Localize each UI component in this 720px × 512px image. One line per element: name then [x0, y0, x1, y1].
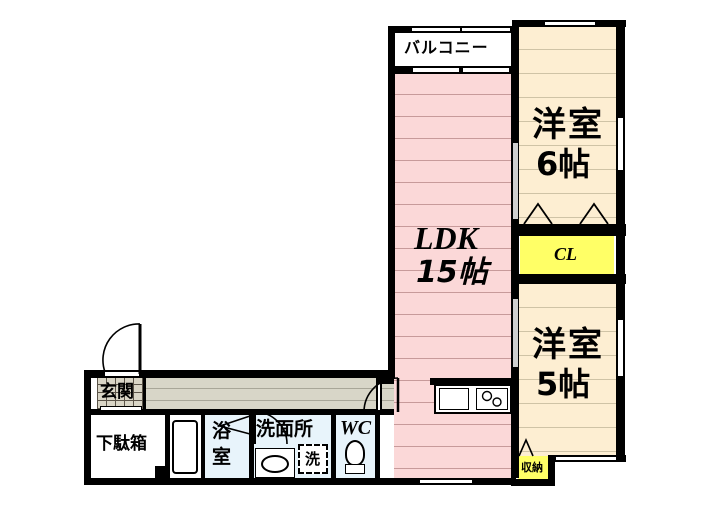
label-cl: CL — [554, 244, 578, 264]
sliding-door-ldk-balcony-left[interactable] — [412, 67, 460, 73]
toilet-bowl — [345, 440, 365, 466]
closet-cl-fill — [520, 236, 614, 274]
wall-left-hallway-wing — [84, 370, 91, 485]
vanity-basin — [261, 455, 289, 473]
kitchen-stove[interactable] — [476, 388, 508, 410]
sliding-door-ldk-balcony-right[interactable] — [462, 67, 510, 73]
wall-ldk-bedrooms — [511, 26, 519, 478]
label-room5-size: 5帖 — [536, 365, 591, 403]
window-room6-top[interactable] — [545, 20, 595, 27]
wall-left-ldk — [388, 26, 395, 378]
washer-slot — [298, 444, 328, 474]
window-room5-bottom[interactable] — [556, 455, 616, 462]
wall-cl-bottom — [512, 274, 626, 284]
wall-top-hallway — [84, 370, 394, 378]
wall-bath-left — [201, 414, 205, 478]
label-ldk-name: LDK — [414, 220, 478, 256]
label-senmenjo: 洗面所 — [256, 418, 314, 440]
door-swing-entrance — [102, 323, 142, 374]
getabako-fill — [90, 414, 166, 478]
room-washitsu5-fill — [518, 284, 616, 462]
window-ldk-bottom[interactable] — [420, 478, 472, 485]
label-getabako: 下駄箱 — [96, 434, 147, 454]
genkan-step — [100, 406, 142, 411]
window-room5-right[interactable] — [616, 320, 625, 376]
wall-hallway-wetrooms — [91, 409, 394, 415]
hallway-fill — [145, 377, 394, 409]
wall-bath-right — [249, 414, 254, 478]
label-balcony: バルコニー — [404, 38, 489, 57]
wall-senmenjo-right — [331, 414, 336, 478]
closet-storage-fill — [518, 456, 548, 482]
room-washitsu6-fill — [518, 26, 616, 224]
genkan-fill — [97, 377, 145, 409]
room-balcony-fill — [394, 32, 512, 68]
wall-getabako-notch — [155, 466, 167, 479]
wall-right-exterior — [616, 20, 625, 462]
door-opening-entrance[interactable] — [105, 370, 139, 378]
wall-kitchen-stub — [376, 370, 394, 384]
label-wc: WC — [340, 417, 372, 439]
sliding-door-ldk-room6[interactable] — [512, 142, 519, 220]
wall-genkan-right — [143, 377, 146, 409]
wall-cl-top — [512, 224, 626, 236]
bathtub — [172, 420, 198, 474]
label-storage: 収納 — [521, 461, 543, 474]
label-washer: 洗 — [305, 450, 321, 468]
kitchen-sink[interactable] — [439, 388, 469, 410]
wall-getabako-right — [165, 414, 170, 478]
toilet-tank — [345, 464, 365, 474]
label-room6-size: 6帖 — [536, 145, 591, 183]
wall-storage-right — [548, 455, 555, 486]
wall-kitchen-top — [430, 378, 512, 385]
label-genkan: 玄関 — [100, 382, 134, 402]
label-room5-name: 洋室 — [532, 325, 604, 365]
label-room6-name: 洋室 — [532, 105, 604, 145]
window-balcony-top-left[interactable] — [412, 26, 460, 33]
label-bath-line2: 室 — [212, 446, 232, 468]
label-bath-line1: 浴 — [212, 420, 232, 442]
sliding-door-ldk-room5[interactable] — [512, 298, 519, 368]
wall-bottom-hallway-wing — [84, 478, 384, 485]
wall-bottom-storage — [511, 479, 555, 486]
window-room6-right[interactable] — [616, 118, 625, 170]
door-opening-hallway-ldk[interactable] — [376, 384, 382, 410]
window-balcony-top-right[interactable] — [462, 26, 510, 33]
wall-wc-right — [375, 409, 380, 479]
label-ldk-size: 15帖 — [416, 255, 488, 290]
